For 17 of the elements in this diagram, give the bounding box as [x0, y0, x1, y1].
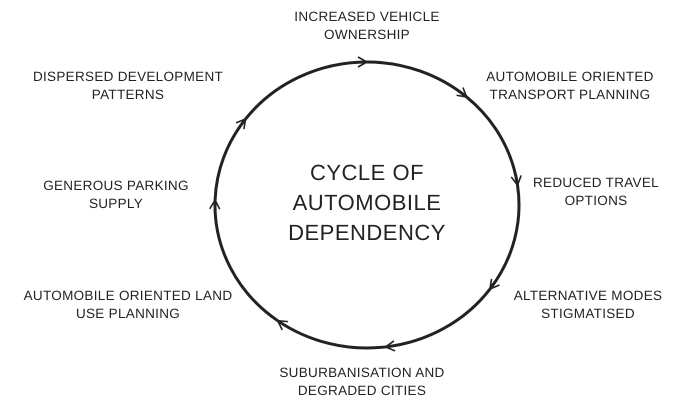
cycle-step-label: DISPERSED DEVELOPMENT PATTERNS: [32, 68, 224, 104]
cycle-step-label: AUTOMOBILE ORIENTED LAND USE PLANNING: [22, 287, 234, 323]
cycle-step-label: SUBURBANISATION AND DEGRADED CITIES: [278, 364, 446, 400]
cycle-step-label: REDUCED TRAVEL OPTIONS: [532, 174, 660, 210]
cycle-step-label: GENEROUS PARKING SUPPLY: [42, 177, 190, 213]
arrow: [276, 319, 386, 350]
arrow: [214, 118, 247, 200]
arrow: [488, 184, 520, 290]
arrow: [244, 56, 368, 120]
cycle-step-label: AUTOMOBILE ORIENTED TRANSPORT PLANNING: [485, 68, 655, 104]
arrow: [210, 199, 279, 322]
cycle-step-label: ALTERNATIVE MODES STIGMATISED: [512, 287, 664, 323]
arrow: [466, 96, 522, 186]
center-title: CYCLE OF AUTOMOBILE DEPENDENCY: [287, 159, 447, 247]
cycle-step-label: INCREASED VEHICLE OWNERSHIP: [293, 8, 441, 44]
arrow: [384, 288, 492, 352]
arrow: [366, 60, 468, 98]
